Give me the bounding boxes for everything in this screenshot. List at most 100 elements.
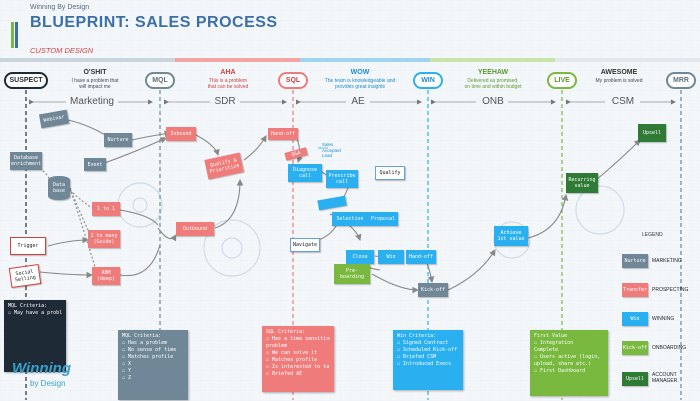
legend-label-onboarding: ONBOARDING <box>652 345 687 351</box>
gap-oshit-heading: O'SHIT <box>83 69 107 76</box>
criteria-title: MQL Criteria: <box>8 303 48 309</box>
page-title: BLUEPRINT: SALES PROCESS <box>30 14 278 31</box>
criteria-title: Win Criteria: <box>397 333 437 339</box>
gap-wow-heading: WOW <box>350 69 370 76</box>
gap-aha-sub: This is a problem that can be solved <box>207 78 249 90</box>
logo-winning: Winning <box>12 360 72 377</box>
legend-label-account-manager: ACCOUNT MANAGER <box>652 372 678 384</box>
note-navigate: Navigate <box>290 238 320 252</box>
gap-yeehaw-heading: YEEHAW <box>477 69 509 76</box>
note-nurture: Nurture <box>104 133 132 147</box>
legend-title: LEGEND <box>642 232 663 238</box>
criteria-line: ☐ Is interested to talk <box>266 364 330 370</box>
criteria-line: ☐ Z <box>122 375 132 381</box>
legend-chip-marketing: Nurture <box>622 254 648 268</box>
bar-onb <box>430 58 555 62</box>
criteria-line: ☐ Y <box>122 368 132 374</box>
note-proposal: Proposal <box>368 212 398 226</box>
criteria-line: ☐ No sense of time <box>122 347 177 353</box>
legend-chip-winning: Win <box>622 312 648 326</box>
legend-chip-prospecting: Transfer <box>622 283 648 297</box>
note-recurring-value: Recurring value <box>566 173 598 193</box>
note-kickoff: Kick-off <box>418 283 448 297</box>
note-database-enrichment: Database enrichment <box>10 152 42 170</box>
gap-awesome-heading: AWESOME <box>600 69 638 76</box>
criteria-line: ☐ Scheduled Kick-off <box>397 347 458 353</box>
note-abm: ABM (deep) <box>92 267 120 285</box>
first-value-card: First Value ☐ Integration Complete ☐ Use… <box>530 330 608 396</box>
note-handoff-ae: Hand-off <box>406 250 436 264</box>
phase-marketing: Marketing <box>70 96 114 107</box>
note-qualify: Qualify <box>375 166 405 180</box>
note-preboarding: Pre- boarding <box>334 264 370 284</box>
note-one-to-one: 1 to 1 <box>92 202 120 216</box>
criteria-line: ☐ Has a time sensitive <box>266 336 330 342</box>
criteria-title: MQL Criteria: <box>122 333 162 339</box>
bar-csm <box>555 58 700 62</box>
legend-chip-account-manager: Upsell <box>622 372 648 386</box>
mql-criteria-card-2: MQL Criteria: ☐ Has a problem ☐ No sense… <box>118 330 188 400</box>
note-inbound: Inbound <box>166 127 196 141</box>
phase-onb: ONB <box>482 96 504 107</box>
legend-label-winning: WINNING <box>652 316 675 322</box>
legend-chip-onboarding: Kick-off <box>622 341 648 355</box>
criteria-line: ☐ Briefed AE <box>266 371 303 377</box>
note-handoff-sdr: Hand-off <box>268 128 298 140</box>
criteria-line: upload, share etc.) <box>534 361 592 367</box>
gap-wow-sub: The team is knowledgeable and provides g… <box>324 78 396 90</box>
note-outbound: Outbound <box>176 222 214 236</box>
legend-label-marketing: MARKETING <box>652 258 682 264</box>
bar-ae <box>300 58 430 62</box>
note-win: Win <box>378 250 404 264</box>
criteria-line: ☐ Signed Contract <box>397 340 449 346</box>
criteria-line: ☐ Has a problem <box>122 340 168 346</box>
criteria-title: SQL Criteria: <box>266 329 306 335</box>
note-event: Event <box>84 158 106 171</box>
note-one-to-many: 1 to many (Guide) <box>88 230 120 248</box>
win-criteria-card: Win Criteria: ☐ Signed Contract ☐ Schedu… <box>393 330 463 390</box>
criteria-line: ☐ We can solve it <box>266 350 318 356</box>
criteria-line: ☐ Briefed CSM <box>397 354 437 360</box>
phase-csm: CSM <box>611 96 635 107</box>
note-database: Data base <box>48 176 70 200</box>
bar-marketing <box>0 58 175 62</box>
mql-criteria-card-1: MQL Criteria: ☐ May have a problem <box>4 300 66 372</box>
note-diagnose-call: Diagnose call <box>288 164 322 182</box>
note-achieve-value: Achieve 1st value <box>494 226 528 246</box>
stage-suspect: SUSPECT <box>4 72 48 89</box>
logo-by-design: by Design <box>30 379 66 388</box>
stage-win: WIN <box>413 72 443 89</box>
stage-mrr: MRR <box>666 72 696 89</box>
stage-sql: SQL <box>278 72 308 89</box>
legend-label-prospecting: PROSPECTING <box>652 287 689 293</box>
gap-oshit-sub: I have a problem that will impact me <box>71 78 119 90</box>
sql-criteria-card: SQL Criteria: ☐ Has a time sensitive pro… <box>262 326 334 392</box>
note-prescribe-call: Prescribe call <box>326 170 358 188</box>
note-social-selling: Social Selling <box>8 264 42 288</box>
criteria-line: ☐ Introduced Execs <box>397 361 452 367</box>
criteria-line: ☐ Matches profile <box>266 357 318 363</box>
criteria-line: ☐ Users active (login, <box>534 354 601 360</box>
phase-sdr: SDR <box>214 96 236 107</box>
criteria-line: problem <box>266 343 288 349</box>
phase-ae: AE <box>351 96 365 107</box>
criteria-line: ☐ First Dashboard <box>534 368 586 374</box>
note-selection: Selection <box>332 212 368 226</box>
gap-yeehaw-sub: Delivered as promised, on time and withi… <box>464 78 522 90</box>
note-upsell: Upsell <box>638 124 666 142</box>
criteria-line: ☐ Integration <box>534 340 574 346</box>
note-close: Close <box>346 250 374 264</box>
criteria-line: ☐ May have a problem <box>8 310 62 316</box>
sal-label: Sales Accepted Lead <box>322 142 341 158</box>
gap-aha-heading: AHA <box>220 69 236 76</box>
page-subtitle: CUSTOM DESIGN <box>30 46 94 55</box>
criteria-title: First Value <box>534 333 568 339</box>
criteria-line: ☐ X <box>122 361 132 367</box>
criteria-line: Complete <box>534 347 559 353</box>
stage-live: LIVE <box>547 72 577 89</box>
criteria-line: ☐ Matches profile <box>122 354 174 360</box>
brand-label: Winning By Design <box>30 4 90 11</box>
note-trigger: Trigger <box>10 237 46 255</box>
